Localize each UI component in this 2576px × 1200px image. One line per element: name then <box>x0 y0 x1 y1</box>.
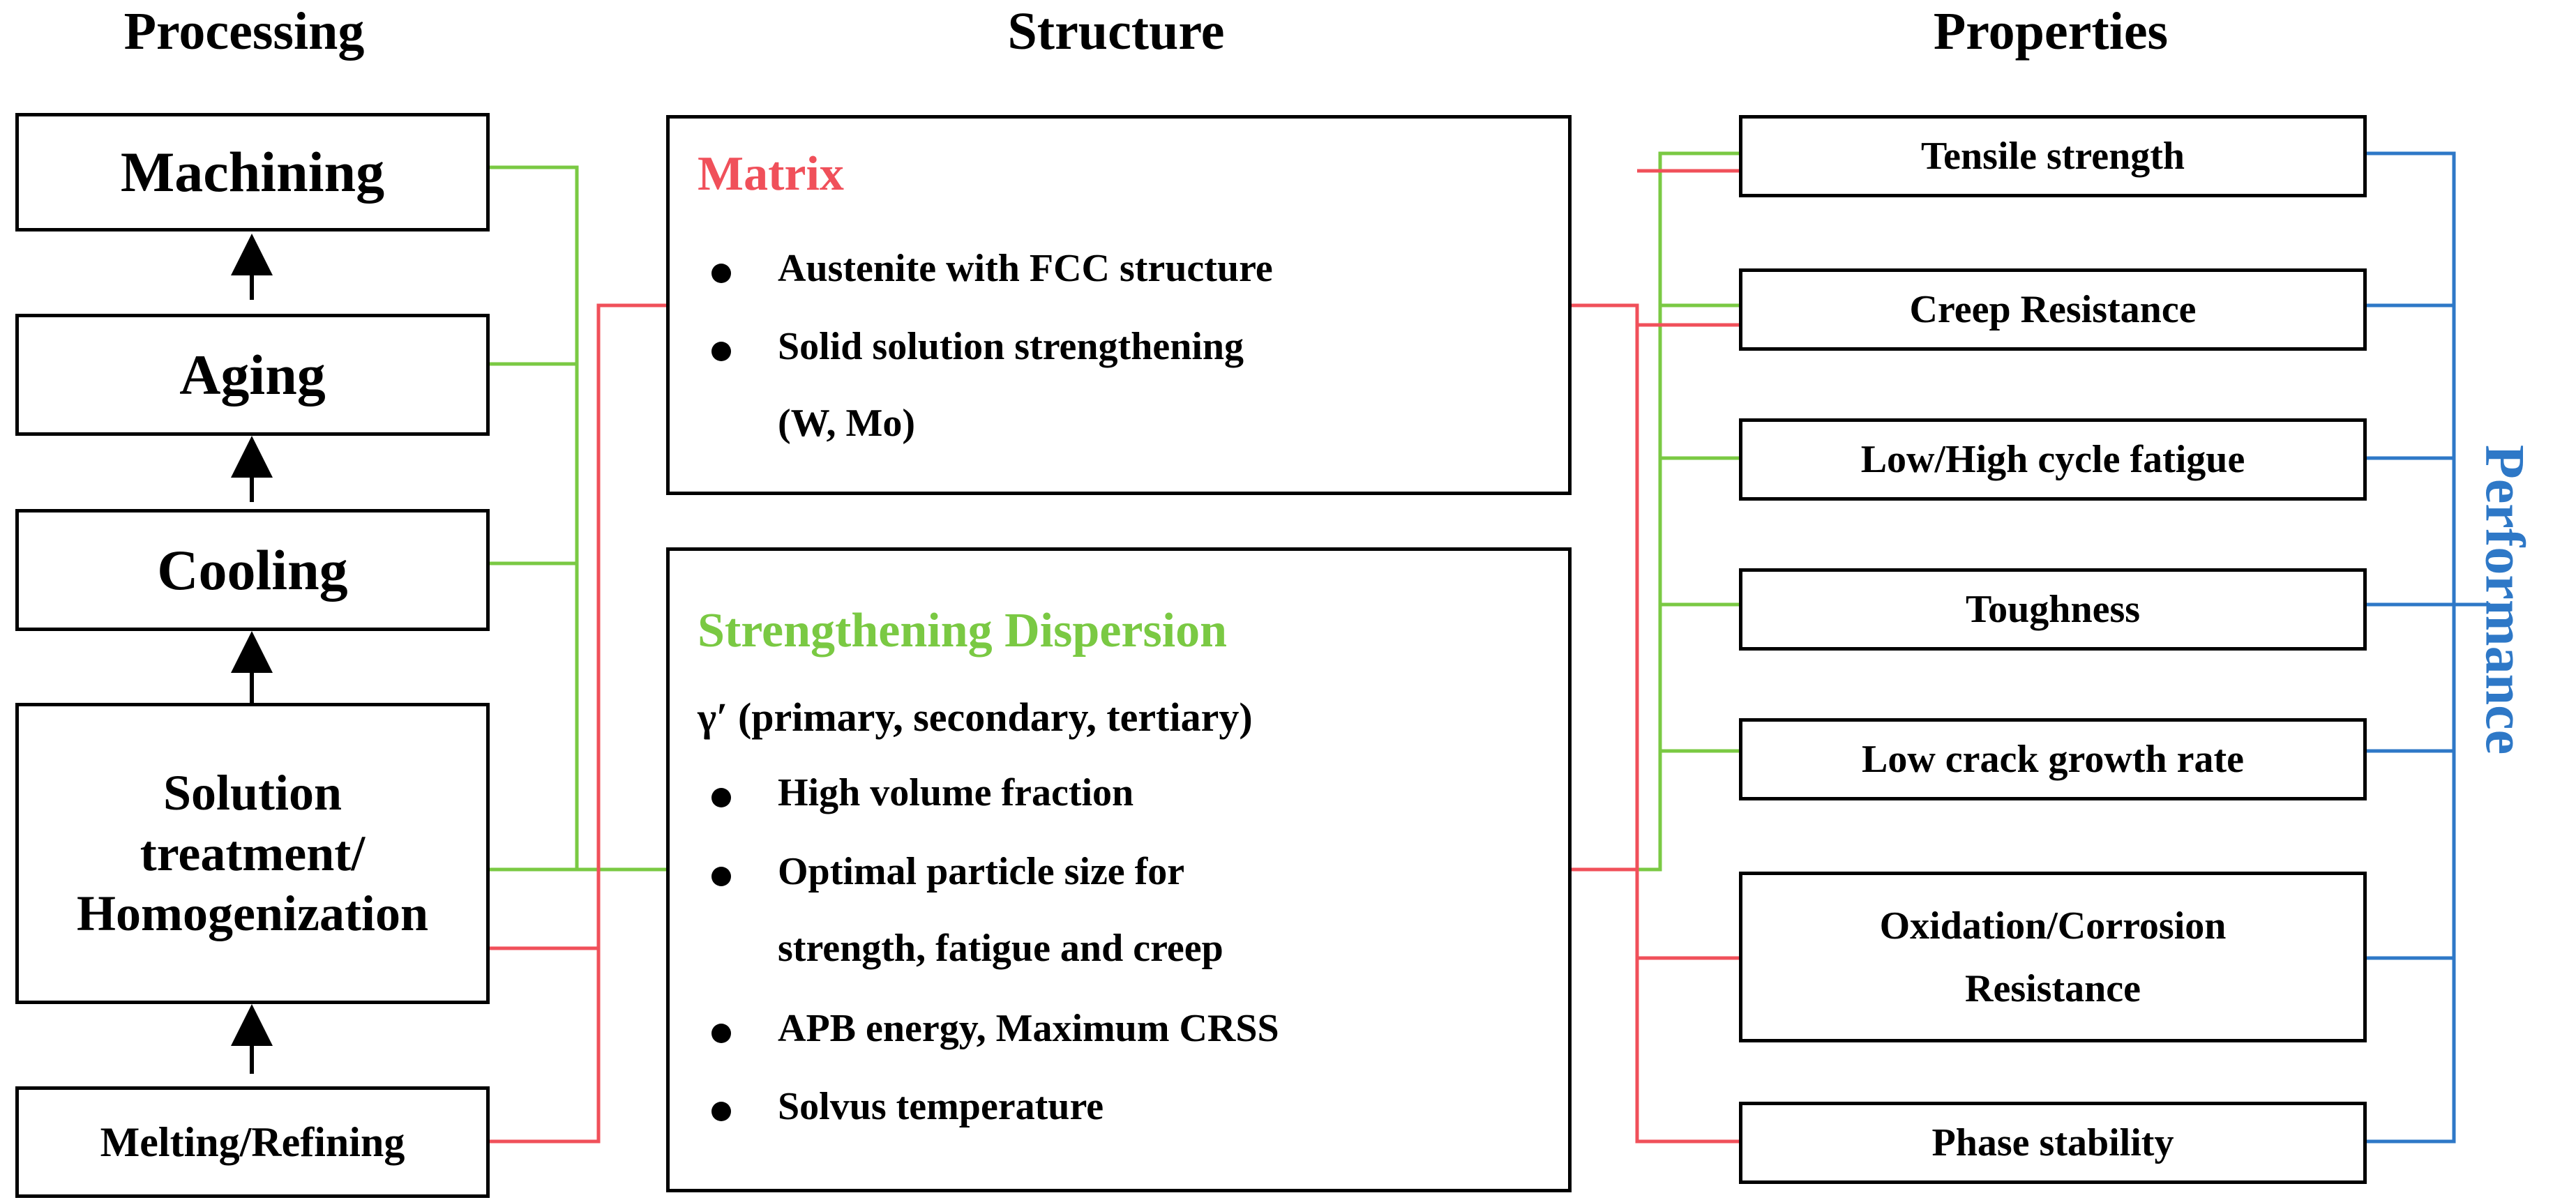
box-phase-stability: Phase stability <box>1739 1102 2367 1184</box>
label-solution-2: treatment/ <box>140 825 366 881</box>
matrix-bullet-2-line1: Solid solution strengthening <box>778 325 1244 368</box>
box-aging: Aging <box>15 314 490 436</box>
label-tensile: Tensile strength <box>1920 135 2185 178</box>
label-creep: Creep Resistance <box>1909 288 2197 331</box>
heading-processing: Processing <box>123 2 365 61</box>
red-processing-connectors <box>488 303 666 1144</box>
label-phase: Phase stability <box>1931 1121 2174 1164</box>
box-machining: Machining <box>15 113 490 231</box>
dispersion-bullet-2-line2: strength, fatigue and creep <box>778 927 1223 970</box>
red-property-connectors <box>1569 169 1740 1144</box>
label-oxidation-1: Oxidation/Corrosion <box>1879 904 2227 948</box>
dispersion-bullet-3: APB energy, Maximum CRSS <box>778 1007 1279 1050</box>
box-melting-refining: Melting/Refining <box>15 1086 490 1198</box>
label-solution-3: Homogenization <box>77 886 428 942</box>
heading-properties: Properties <box>1933 2 2169 61</box>
box-crack-growth-rate: Low crack growth rate <box>1739 718 2367 800</box>
box-solution-treatment: Solution treatment/ Homogenization <box>15 703 490 1004</box>
box-cooling: Cooling <box>15 509 490 631</box>
bullet-icon <box>711 788 731 807</box>
label-oxidation-2: Resistance <box>1965 966 2141 1010</box>
heading-structure: Structure <box>1007 2 1225 61</box>
bullet-icon <box>711 1024 731 1043</box>
label-crack: Low crack growth rate <box>1862 738 2244 781</box>
bullet-icon <box>711 264 731 283</box>
bullet-icon <box>711 342 731 361</box>
label-cooling: Cooling <box>157 538 348 602</box>
box-tensile-strength: Tensile strength <box>1739 115 2367 197</box>
dispersion-bullet-2-line1: Optimal particle size for <box>778 850 1185 893</box>
label-fatigue: Low/High cycle fatigue <box>1860 438 2245 481</box>
label-toughness: Toughness <box>1965 588 2141 631</box>
label-solution-1: Solution <box>163 765 342 821</box>
box-toughness: Toughness <box>1739 568 2367 651</box>
label-aging: Aging <box>179 342 326 407</box>
label-machining: Machining <box>120 140 385 204</box>
box-creep-resistance: Creep Resistance <box>1739 268 2367 351</box>
box-cycle-fatigue: Low/High cycle fatigue <box>1739 418 2367 501</box>
bullet-icon <box>711 867 731 886</box>
performance-label: Performance <box>2473 444 2536 755</box>
matrix-title: Matrix <box>698 147 844 201</box>
dispersion-subtitle: γ′ (primary, secondary, tertiary) <box>698 694 1253 740</box>
dispersion-title: Strengthening Dispersion <box>698 604 1228 658</box>
label-melting: Melting/Refining <box>100 1118 405 1165</box>
bullet-icon <box>711 1102 731 1121</box>
matrix-bullet-1: Austenite with FCC structure <box>778 247 1273 290</box>
box-oxidation-corrosion: Oxidation/Corrosion Resistance <box>1739 872 2367 1042</box>
box-strengthening-dispersion: Strengthening Dispersion γ′ (primary, se… <box>666 547 1572 1192</box>
matrix-bullet-2-line2: (W, Mo) <box>778 402 916 445</box>
blue-performance-bracket <box>2365 151 2490 1144</box>
dispersion-bullet-1: High volume fraction <box>778 771 1134 814</box>
dispersion-bullet-4: Solvus temperature <box>778 1085 1104 1128</box>
box-matrix: Matrix Austenite with FCC structure Soli… <box>666 115 1572 495</box>
green-processing-connectors <box>488 165 666 872</box>
green-property-connectors <box>1569 151 1740 872</box>
